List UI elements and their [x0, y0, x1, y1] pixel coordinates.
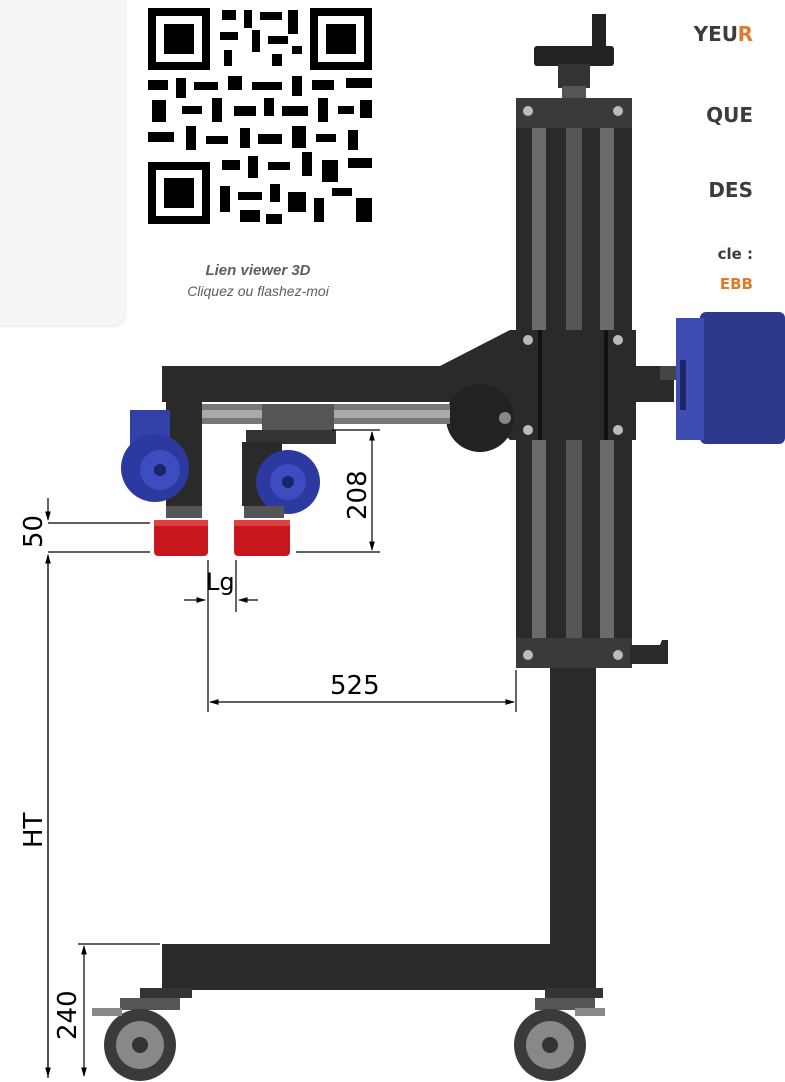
horizontal-arm — [162, 330, 676, 452]
handwheel — [534, 14, 614, 98]
dimension-208: 208 — [343, 470, 373, 520]
qr-caption-title: Lien viewer 3D — [205, 262, 311, 279]
card-reference-code: EBB — [719, 275, 753, 293]
feeder-wheel-right — [234, 442, 320, 556]
feeder-wheel-left — [121, 396, 208, 556]
dimension-lg: Lg — [206, 568, 235, 596]
dimension-ht: HT — [19, 812, 49, 848]
slide-rail — [200, 404, 450, 444]
drive-motor — [676, 312, 785, 444]
dimension-525: 525 — [330, 671, 380, 701]
card-title-accent: R — [737, 22, 753, 46]
card-title-line-3: DES — [708, 178, 753, 202]
dimension-240: 240 — [53, 990, 83, 1040]
qr-caption-subtitle: Cliquez ou flashez-moi — [187, 283, 329, 299]
card-title-line-1: YEU — [693, 22, 738, 46]
caster-right — [514, 998, 605, 1081]
info-card — [0, 0, 125, 325]
dimension-50: 50 — [19, 515, 49, 548]
card-reference-label: cle : — [717, 245, 753, 263]
dimension-lines — [45, 429, 517, 1078]
card-title-line-2: QUE — [706, 103, 753, 127]
qr-code[interactable] — [142, 2, 378, 230]
caster-left — [92, 998, 180, 1081]
base-frame — [140, 668, 603, 998]
